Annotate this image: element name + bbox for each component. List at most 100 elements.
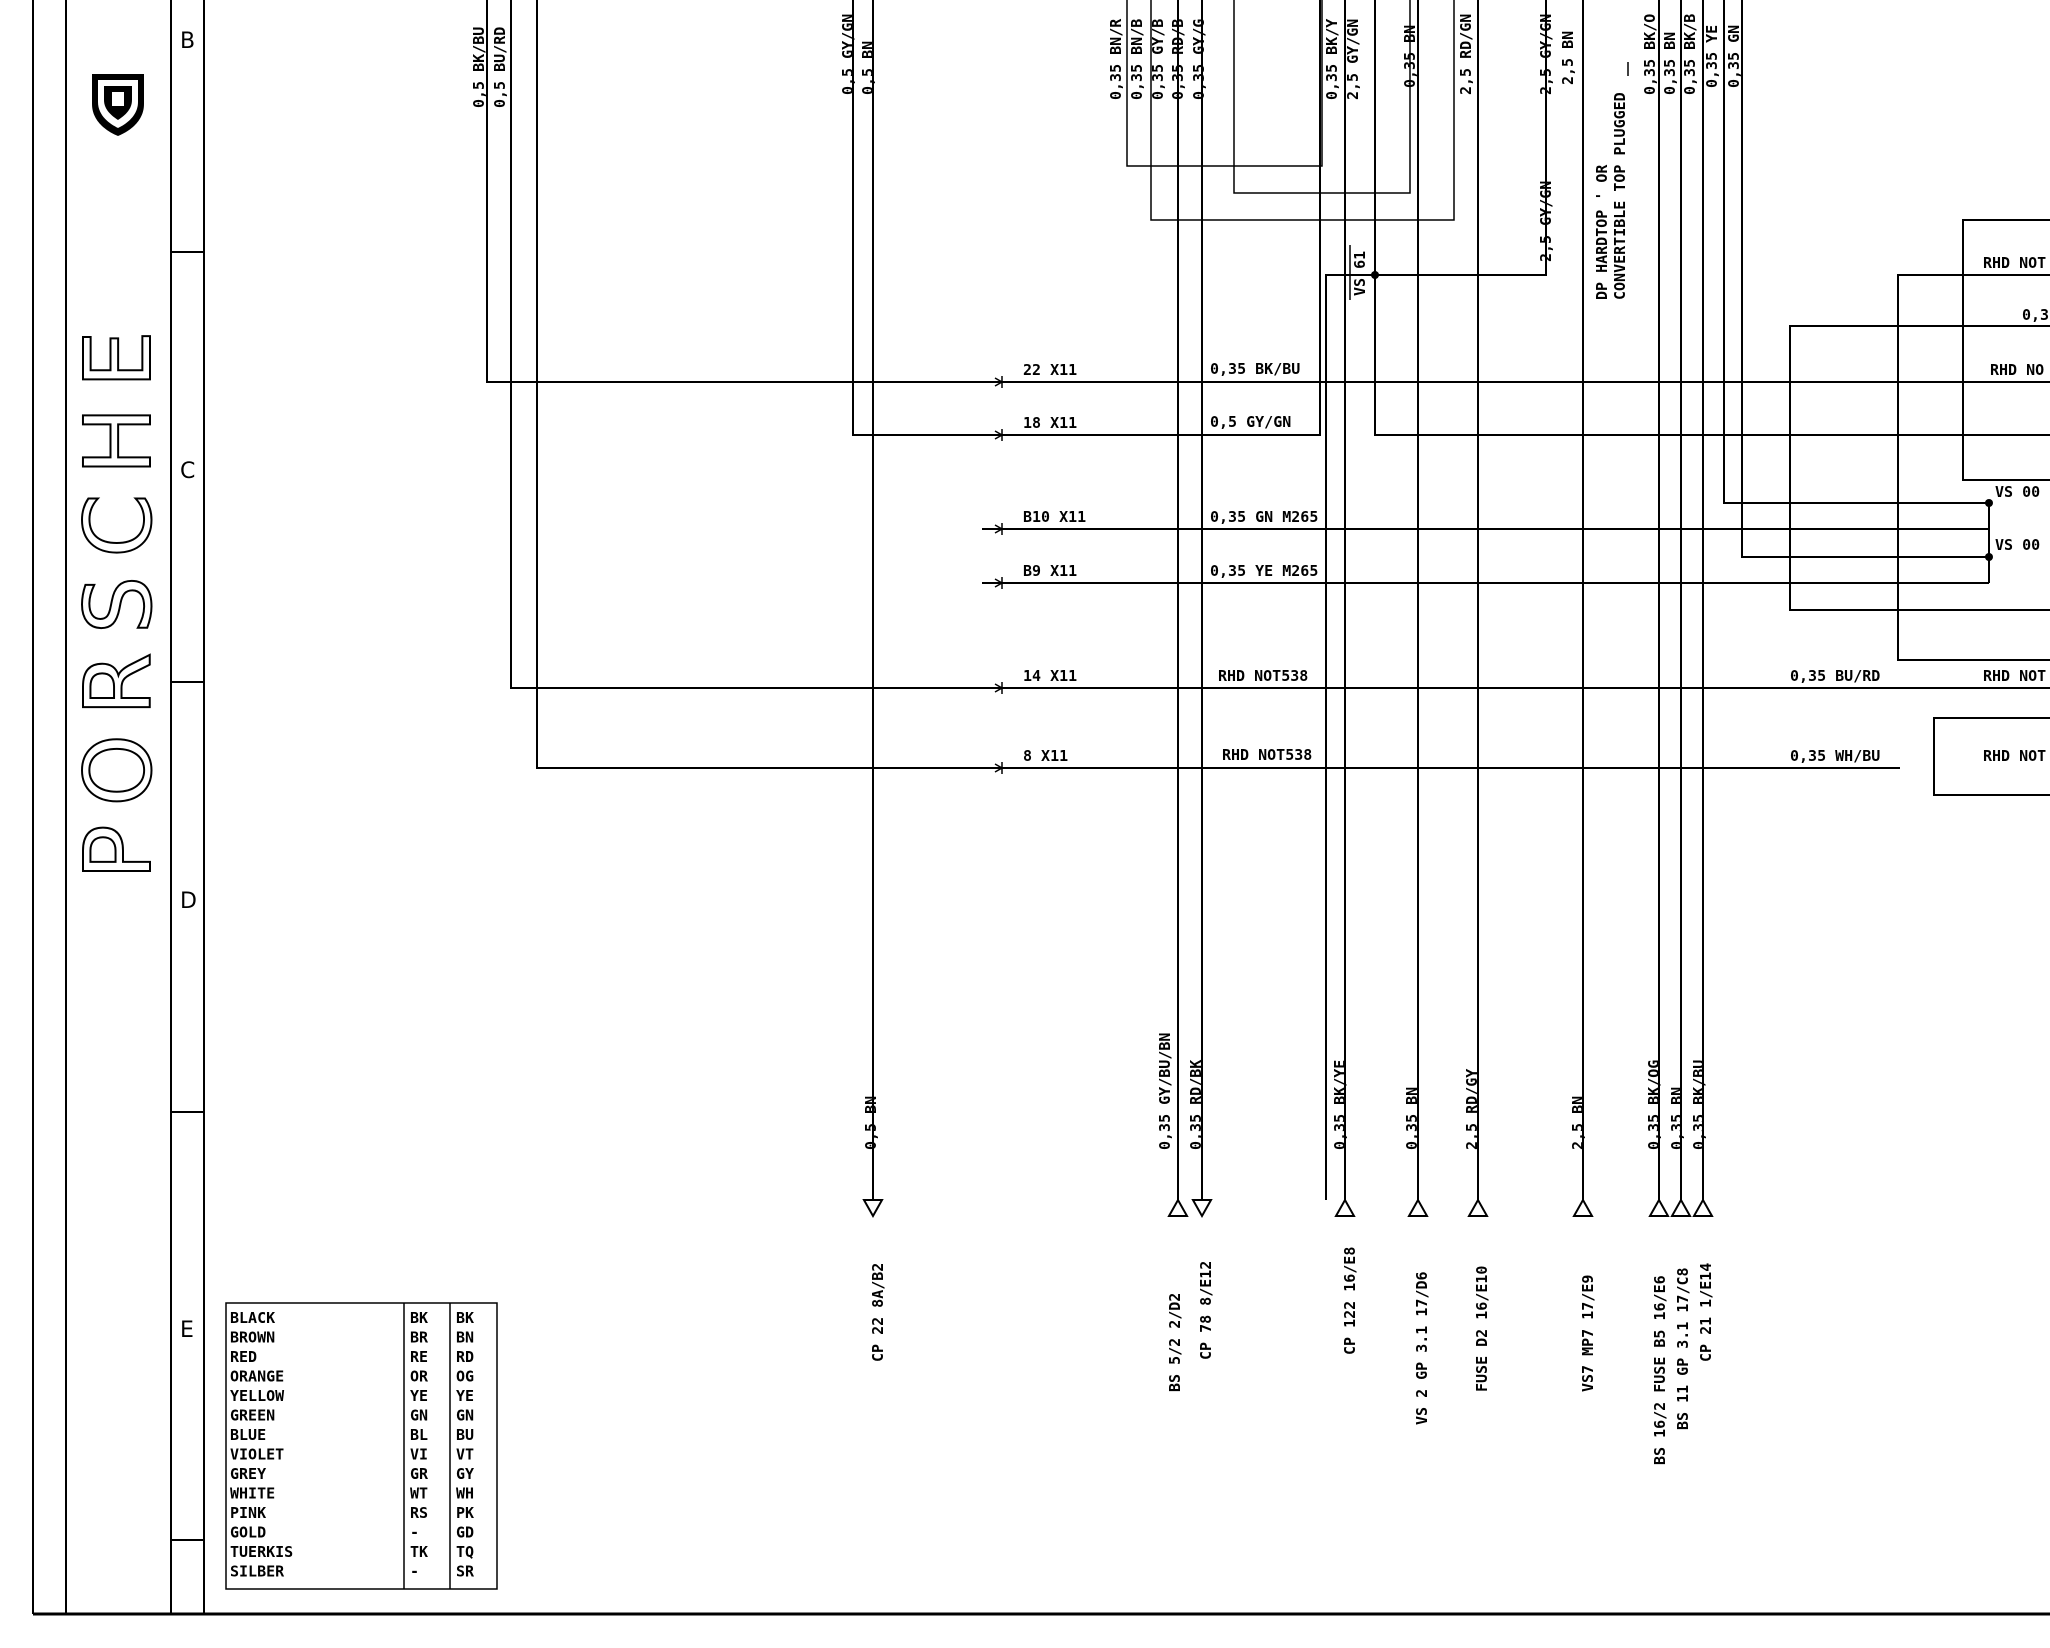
wire-label: 0,35 RD/BK: [1187, 1060, 1205, 1150]
zone-letter: B: [180, 29, 195, 54]
top-wire-labels: 0,5 BK/BU 0,5 BU/RD 0,5 GY/GN 0,5 BN 0,3…: [470, 14, 1743, 108]
wires: [486, 0, 2050, 1200]
pin-label: B9 X11: [1023, 562, 1077, 580]
legend-code-de: BK: [410, 1309, 428, 1327]
edge-label: RHD NOT: [1983, 667, 2046, 685]
legend-color-name: RED: [230, 1348, 257, 1366]
zone-letter: D: [180, 889, 197, 914]
edge-label: VS 00: [1995, 536, 2040, 554]
legend-code-en: GD: [456, 1524, 474, 1542]
splice-dot: [1985, 499, 1993, 507]
destination-label: CP 21 1/E14: [1697, 1263, 1715, 1362]
legend-color-name: GREY: [230, 1465, 266, 1483]
legend-color-name: VIOLET: [230, 1446, 284, 1464]
legend-color-name: TUERKIS: [230, 1543, 293, 1561]
legend-code-de: WT: [410, 1485, 428, 1503]
wire-label: 0,35 BN: [1668, 1087, 1686, 1150]
legend-code-en: BU: [456, 1426, 474, 1444]
destination-label: BS 5/2 2/D2: [1166, 1293, 1184, 1392]
wire-label: 2,5 BN: [1569, 1096, 1587, 1150]
legend-color-name: SILBER: [230, 1563, 285, 1581]
legend-code-de: TK: [410, 1543, 428, 1561]
wire-label: 0,35 BN/R: [1107, 18, 1125, 100]
legend-code-en: WH: [456, 1485, 474, 1503]
wire-label: 0,35 BK/B: [1681, 14, 1699, 95]
legend-color-name: WHITE: [230, 1485, 275, 1503]
wire-label: 0,5 BU/RD: [491, 27, 509, 108]
destination-label: VS7 MP7 17/E9: [1579, 1275, 1597, 1392]
edge-label: 0,35 WH/BU: [1790, 747, 1880, 765]
legend-code-en: GY: [456, 1465, 474, 1483]
brand-wordmark: PORSCHE: [65, 312, 172, 880]
pin-wire-label: RHD NOT538: [1222, 746, 1312, 764]
pin-arrow-icon: [982, 376, 1010, 774]
zone-letter: C: [180, 459, 195, 484]
legend-code-en: BN: [456, 1329, 474, 1347]
legend-code-de: BR: [410, 1329, 429, 1347]
wire-label: 2,5 GY/GN: [1344, 19, 1362, 100]
pin-label: 18 X11: [1023, 414, 1077, 432]
destination-label: BS 11 GP 3.1 17/C8: [1674, 1267, 1692, 1430]
edge-label: 0,35 BU/RD: [1790, 667, 1880, 685]
legend-code-en: PK: [456, 1504, 474, 1522]
wire-label: 0,35 BN: [1403, 1087, 1421, 1150]
edge-label: RHD NOT: [1983, 747, 2046, 765]
legend-code-de: GR: [410, 1465, 429, 1483]
legend-color-name: ORANGE: [230, 1368, 284, 1386]
pin-wire-label: 0,5 GY/GN: [1210, 413, 1291, 431]
splice-label: VS 61: [1351, 251, 1369, 296]
edge-label: 0,3: [2022, 306, 2049, 324]
legend-color-name: YELLOW: [230, 1387, 285, 1405]
splice-dot: [1371, 271, 1379, 279]
wire-label: 0,35 BK/Y: [1323, 19, 1341, 100]
wire-label: 0,35 BK/YE: [1331, 1060, 1349, 1150]
pin-wire-label: 0,35 YE M265: [1210, 562, 1318, 580]
terminal-arrow-icon: [862, 1197, 1714, 1219]
wire-label: 0,5 BN: [862, 1096, 880, 1150]
wire-label: 0,35 BN: [1661, 32, 1679, 95]
option-note: DP HARDTOP ' OR: [1593, 164, 1611, 300]
legend-code-en: OG: [456, 1368, 474, 1386]
destination-label: BS 16/2 FUSE B5 16/E6: [1651, 1275, 1669, 1465]
wire-label: 0,35 GY/BU/BN: [1156, 1033, 1174, 1150]
right-edge-labels: RHD NOT 0,3 RHD NO VS 00 VS 00 0,35 BU/R…: [1790, 254, 2049, 765]
legend-code-de: RS: [410, 1504, 428, 1522]
wire-label: 0,35 GY/B: [1149, 19, 1167, 100]
wire-label: 0,5 BK/BU: [470, 27, 488, 108]
legend-color-name: GOLD: [230, 1524, 266, 1542]
wire-label: 2,5 BN: [1559, 31, 1577, 85]
legend-color-name: BROWN: [230, 1329, 275, 1347]
zone-letter: E: [180, 1318, 194, 1343]
legend-code-de: OR: [410, 1368, 429, 1386]
pin-wire-label: RHD NOT538: [1218, 667, 1308, 685]
wire-label: 0,35 GY/G: [1190, 19, 1208, 100]
legend-color-name: PINK: [230, 1504, 266, 1522]
legend-code-de: -: [410, 1524, 419, 1542]
legend-code-en: BK: [456, 1309, 474, 1327]
destination-label: CP 22 8A/B2: [869, 1263, 887, 1362]
legend-code-de: YE: [410, 1387, 428, 1405]
bottom-wire-labels: 0,5 BN 0,35 GY/BU/BN 0,35 RD/BK 0,35 BK/…: [862, 1033, 1708, 1150]
legend-code-en: GN: [456, 1407, 474, 1425]
legend-code-de: -: [410, 1563, 419, 1581]
x11-connector: 22 X11 18 X11 B10 X11 B9 X11 14 X11 8 X1…: [982, 360, 1318, 774]
option-note: CONVERTIBLE TOP PLUGGED: [1611, 92, 1629, 300]
pin-label: 14 X11: [1023, 667, 1077, 685]
wire-label: 2,5 RD/GN: [1457, 14, 1475, 95]
legend-code-en: RD: [456, 1348, 474, 1366]
pin-label: 22 X11: [1023, 361, 1077, 379]
legend-code-de: BL: [410, 1426, 428, 1444]
pin-wire-label: 0,35 GN M265: [1210, 508, 1318, 526]
pin-label: B10 X11: [1023, 508, 1086, 526]
edge-label: RHD NOT: [1983, 254, 2046, 272]
legend-color-name: BLACK: [230, 1309, 275, 1327]
destination-label: VS 2 GP 3.1 17/D6: [1413, 1271, 1431, 1425]
legend-code-de: RE: [410, 1348, 428, 1366]
legend-code-en: YE: [456, 1387, 474, 1405]
legend-code-en: TQ: [456, 1543, 474, 1561]
legend-code-de: VI: [410, 1446, 428, 1464]
wire-label: 0,35 BK/BU: [1690, 1060, 1708, 1150]
wire-label: 2,5 RD/GY: [1463, 1069, 1481, 1150]
destination-labels: CP 22 8A/B2 BS 5/2 2/D2 CP 78 8/E12 CP 1…: [869, 1247, 1715, 1465]
porsche-crest-icon: [92, 74, 144, 136]
